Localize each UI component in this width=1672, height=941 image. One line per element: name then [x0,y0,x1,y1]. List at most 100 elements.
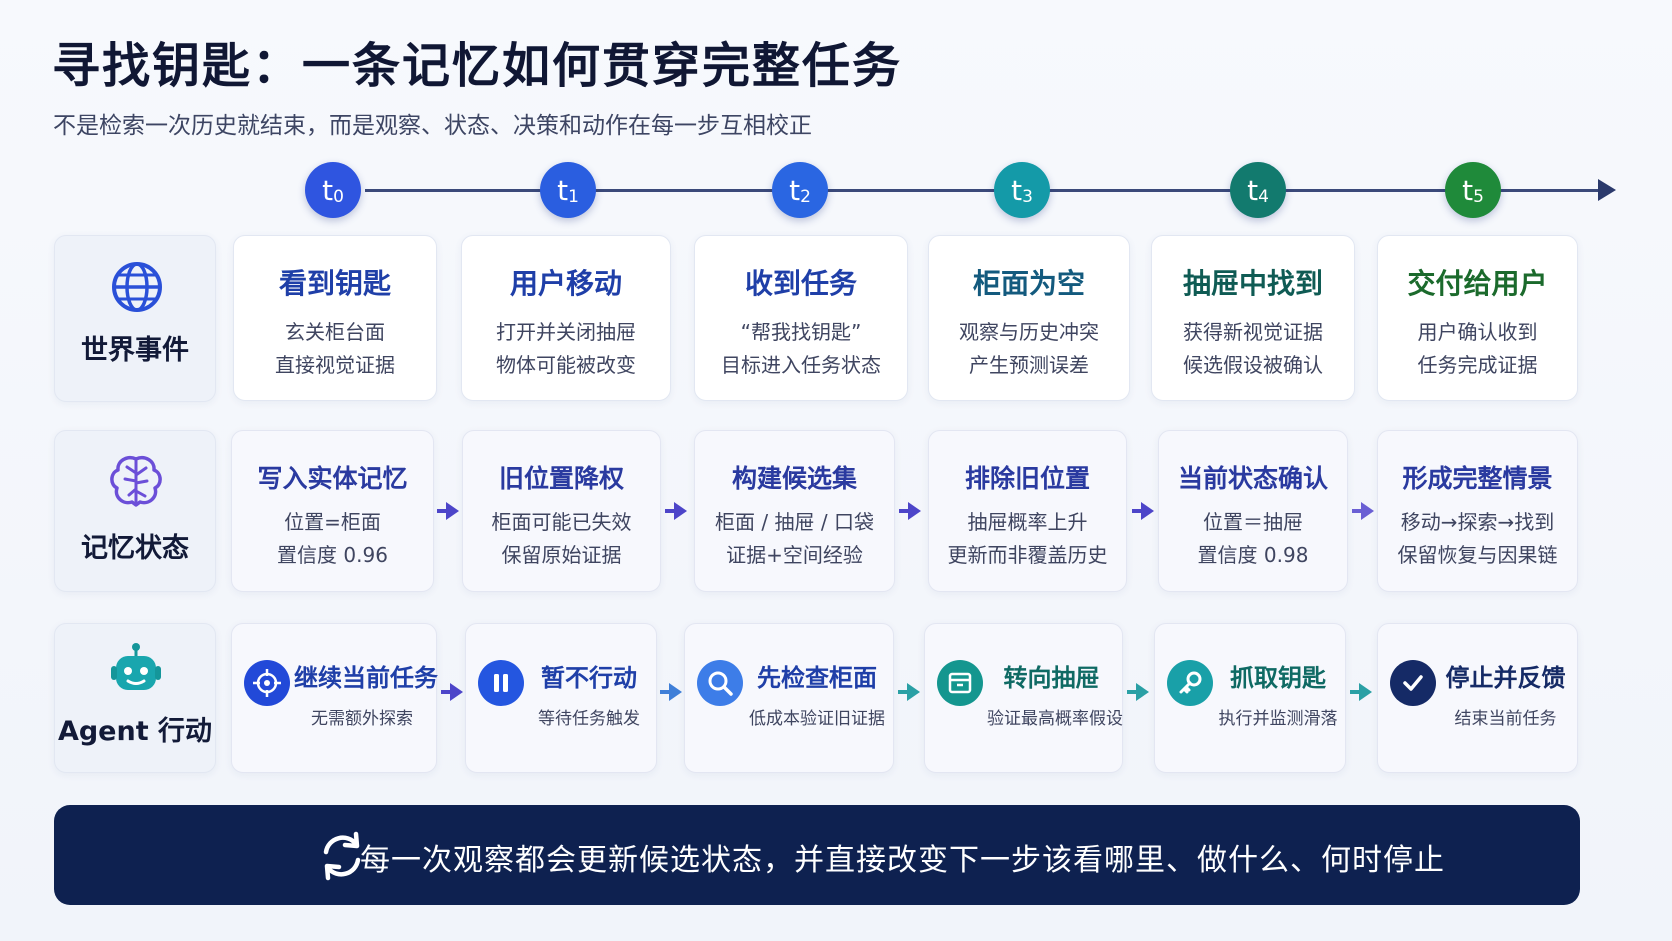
memory-detail: 证据+空间经验 [726,543,863,567]
row-label-world-text: 世界事件 [81,335,189,366]
event-detail: “帮我找钥匙” [740,320,862,344]
event-card-4: 抽屉中找到 获得新视觉证据 候选假设被确认 [1151,235,1355,401]
event-detail: 观察与历史冲突 [959,320,1099,344]
memory-detail: 保留恢复与因果链 [1397,543,1558,567]
event-detail: 任务完成证据 [1417,353,1538,377]
action-title: 转向抽屉 [1003,664,1100,692]
action-title: 停止并反馈 [1445,664,1566,692]
memory-detail: 置信度 0.96 [277,543,388,567]
key-icon [1167,660,1213,706]
pause-icon [478,660,524,706]
flow-arrow-icon [446,502,459,520]
event-title: 看到钥匙 [278,267,391,300]
action-card-1: 暂不行动 等待任务触发 [465,623,657,773]
memory-card-4: 当前状态确认 位置＝抽屉 置信度 0.98 [1158,430,1348,592]
memory-card-0: 写入实体记忆 位置=柜面 置信度 0.96 [231,430,434,592]
flow-arrow-shaft [1127,690,1136,694]
flow-arrow-icon [1361,502,1374,520]
action-card-4: 抓取钥匙 执行并监测滑落 [1154,623,1346,773]
action-card-3: 转向抽屉 验证最高概率假设 [924,623,1123,773]
row-label-memory: 记忆状态 [54,430,216,592]
flow-arrow-shaft [1352,509,1361,513]
action-card-5: 停止并反馈 结束当前任务 [1377,623,1578,773]
event-detail: 直接视觉证据 [275,353,395,377]
memory-title: 当前状态确认 [1177,464,1328,493]
event-title: 抽屉中找到 [1182,267,1323,300]
crosshair-icon [244,660,290,706]
event-card-1: 用户移动 打开并关闭抽屉 物体可能被改变 [461,235,671,401]
memory-card-3: 排除旧位置 抽屉概率上升 更新而非覆盖历史 [928,430,1127,592]
event-title: 柜面为空 [972,267,1085,300]
flow-arrow-icon [669,683,682,701]
action-detail: 执行并监测滑落 [1218,709,1338,729]
memory-card-5: 形成完整情景 移动→探索→找到 保留恢复与因果链 [1377,430,1578,592]
globe-icon [112,262,162,312]
event-card-0: 看到钥匙 玄关柜台面 直接视觉证据 [233,235,437,401]
event-detail: 获得新视觉证据 [1183,320,1323,344]
flow-arrow-icon [1141,502,1154,520]
flow-arrow-shaft [1132,509,1141,513]
event-detail: 物体可能被改变 [496,353,636,377]
memory-card-1: 旧位置降权 柜面可能已失效 保留原始证据 [462,430,661,592]
summary-banner: 每一次观察都会更新候选状态，并直接改变下一步该看哪里、做什么、何时停止 [54,805,1580,905]
memory-card-2: 构建候选集 柜面 / 抽屉 / 口袋 证据+空间经验 [694,430,895,592]
event-detail: 玄关柜台面 [285,320,385,344]
action-card-2: 先检查柜面 低成本验证旧证据 [684,623,894,773]
robot-icon [111,643,161,690]
row-label-memory-text: 记忆状态 [81,533,189,564]
flow-arrow-icon [908,502,921,520]
memory-detail: 位置=柜面 [284,510,381,534]
memory-detail: 抽屉概率上升 [967,510,1088,534]
memory-detail: 移动→探索→找到 [1400,510,1555,534]
row-label-action: Agent 行动 [54,623,216,773]
event-card-5: 交付给用户 用户确认收到 任务完成证据 [1377,235,1578,401]
check-icon [1390,660,1436,706]
row-label-action-text: Agent 行动 [57,716,213,747]
flow-arrow-shaft [898,690,907,694]
event-detail: 用户确认收到 [1417,320,1538,344]
event-title: 用户移动 [509,267,622,300]
brain-icon [110,456,162,507]
event-title: 收到任务 [744,267,857,300]
action-detail: 低成本验证旧证据 [749,709,885,729]
row-label-world: 世界事件 [54,235,216,402]
memory-title: 旧位置降权 [498,464,624,493]
flow-arrow-shaft [441,690,450,694]
event-card-3: 柜面为空 观察与历史冲突 产生预测误差 [928,235,1130,401]
flow-arrow-shaft [1350,690,1359,694]
flow-arrow-shaft [899,509,908,513]
search-icon [697,660,743,706]
action-title: 暂不行动 [541,664,637,692]
action-title: 先检查柜面 [757,664,877,692]
flow-arrow-icon [907,683,920,701]
memory-title: 排除旧位置 [964,464,1090,493]
flow-arrow-icon [1136,683,1149,701]
memory-detail: 位置＝抽屉 [1203,510,1303,534]
flow-arrow-icon [450,683,463,701]
event-detail: 候选假设被确认 [1183,353,1323,377]
event-detail: 打开并关闭抽屉 [496,320,636,344]
memory-detail: 柜面可能已失效 [491,510,632,534]
action-card-0: 继续当前任务 无需额外探索 [231,623,438,773]
flow-arrow-shaft [660,690,669,694]
event-detail: 产生预测误差 [969,353,1089,377]
summary-banner-text: 每一次观察都会更新候选状态，并直接改变下一步该看哪里、做什么、何时停止 [360,843,1445,878]
action-detail: 结束当前任务 [1454,709,1557,729]
timeline-axis [365,189,1600,192]
event-card-2: 收到任务 “帮我找钥匙” 目标进入任务状态 [694,235,908,401]
memory-detail: 保留原始证据 [501,543,622,567]
memory-title: 构建候选集 [731,464,857,493]
action-title: 抓取钥匙 [1230,664,1326,692]
flow-arrow-icon [674,502,687,520]
timeline-arrowhead [1598,179,1616,201]
flow-arrow-icon [1359,683,1372,701]
memory-title: 形成完整情景 [1402,464,1553,493]
action-detail: 验证最高概率假设 [987,709,1123,729]
flow-arrow-shaft [437,509,446,513]
refresh-icon [323,831,361,881]
drawer-icon [937,660,983,706]
